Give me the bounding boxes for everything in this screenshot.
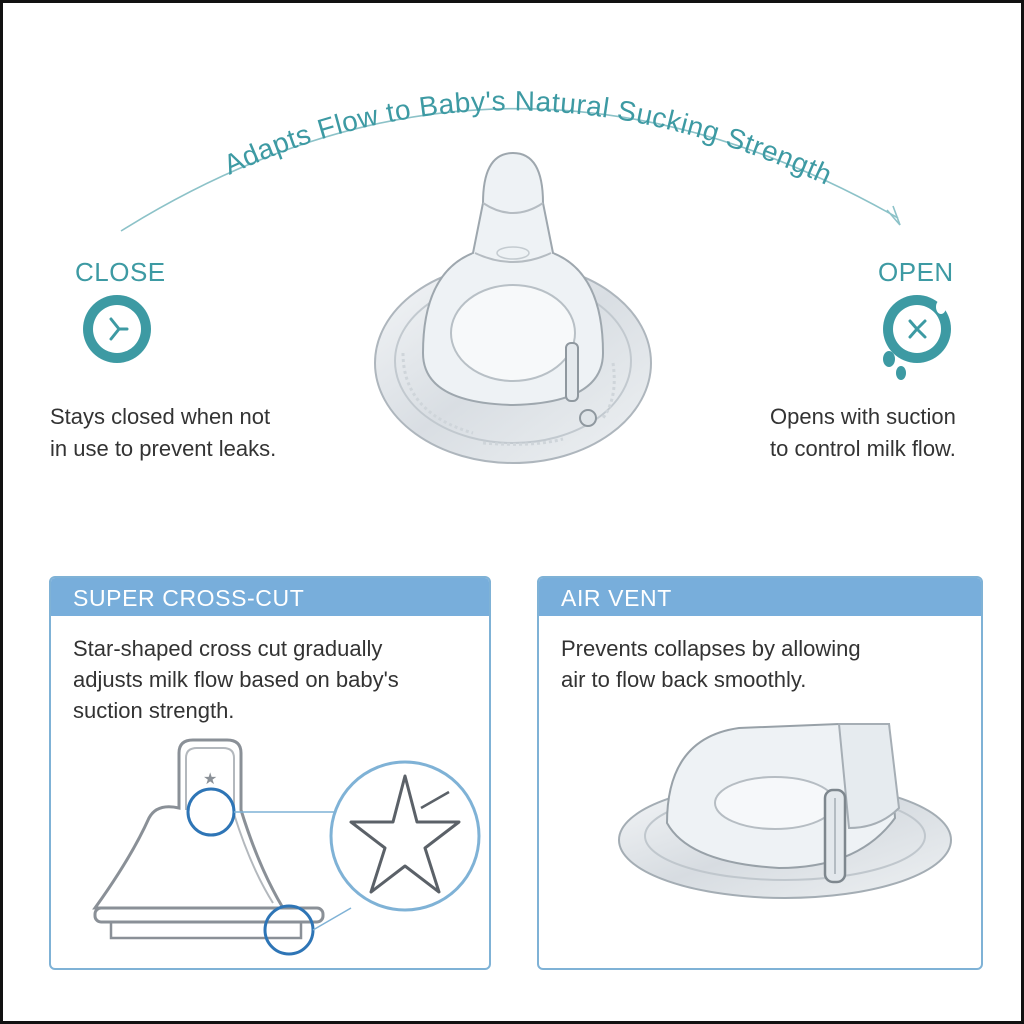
air-vent-line-1: Prevents collapses by allowing — [561, 636, 861, 661]
open-title: OPEN — [878, 257, 954, 287]
star-icon — [349, 774, 461, 894]
zoom-marker-bottom — [263, 904, 315, 956]
close-line-2: in use to prevent leaks. — [50, 436, 277, 461]
cross-cut-line-3: suction strength. — [73, 698, 235, 723]
air-vent-panel: AIR VENT Prevents collapses by allowing … — [537, 576, 983, 970]
open-valve-icon — [883, 295, 951, 380]
nipple-illustration — [374, 151, 652, 464]
cross-cut-line-1: Star-shaped cross cut gradually — [73, 636, 383, 661]
cross-cut-panel: SUPER CROSS-CUT Star-shaped cross cut gr… — [49, 576, 491, 970]
cross-cut-title: SUPER CROSS-CUT — [51, 578, 489, 616]
cross-cut-line-2: adjusts milk flow based on baby's — [73, 667, 399, 692]
zoom-marker-top — [186, 787, 236, 837]
open-line-1: Opens with suction — [770, 404, 956, 429]
open-line-2: to control milk flow. — [770, 436, 956, 461]
mini-star-glyph: ★ — [203, 771, 217, 788]
magnified-star-circle — [329, 760, 481, 912]
close-description: Stays closed when not in use to prevent … — [50, 401, 276, 465]
arc-arrow-line — [120, 107, 899, 232]
air-vent-title: AIR VENT — [539, 578, 981, 616]
nipple-outline — [92, 738, 286, 910]
arc-arrow-head — [886, 205, 901, 226]
close-title: CLOSE — [75, 257, 166, 287]
cross-cut-description: Star-shaped cross cut gradually adjusts … — [73, 633, 399, 726]
closed-valve-icon — [83, 295, 151, 363]
air-vent-description: Prevents collapses by allowing air to fl… — [561, 633, 861, 695]
air-vent-closeup — [618, 723, 952, 899]
close-line-1: Stays closed when not — [50, 404, 271, 429]
air-vent-line-2: air to flow back smoothly. — [561, 667, 807, 692]
open-description: Opens with suction to control milk flow. — [770, 401, 956, 465]
cross-cut-diagram: ★ — [92, 738, 481, 956]
